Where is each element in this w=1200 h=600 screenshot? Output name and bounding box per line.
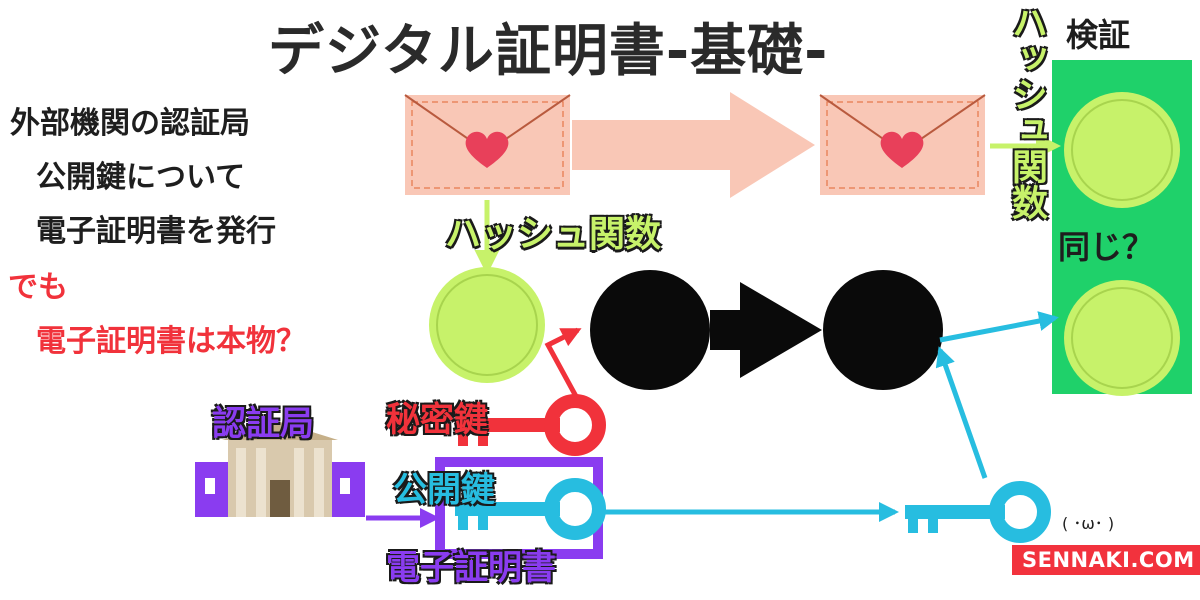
note-line: 電子証明書を発行 — [36, 214, 276, 249]
doubt-question: 電子証明書は本物？ — [36, 324, 306, 359]
brand-badge[interactable]: SENNAKI.COM — [1012, 545, 1200, 575]
verify-hash-top — [1064, 92, 1180, 208]
doubt-prefix: でも — [8, 270, 68, 305]
authority-building-icon — [195, 422, 365, 517]
encrypt-arrow — [710, 282, 822, 378]
same-question-label: 同じ？ — [1058, 228, 1155, 266]
transfer-arrow — [572, 92, 815, 198]
verify-hash-bottom — [1064, 280, 1180, 396]
envelope-heart-icon — [819, 94, 986, 195]
hash-value-circle — [429, 267, 545, 383]
digital-certificate-label: 電子証明書 — [386, 548, 556, 588]
note-line: 外部機関の認証局 — [10, 106, 250, 141]
hash-function-label: ハッシュ関数 — [445, 214, 662, 255]
certificate-authority-label: 認証局 — [212, 404, 314, 444]
private-key-label: 秘密鍵 — [386, 400, 488, 440]
private-key-icon — [455, 394, 606, 456]
public-key-icon — [455, 478, 606, 540]
signature-circle — [590, 270, 710, 390]
mascot-face: ( ･ω･ ) — [1062, 514, 1115, 533]
public-key-label: 公開鍵 — [393, 470, 495, 510]
decrypted-circle — [823, 270, 943, 390]
envelope-heart-icon — [404, 94, 571, 195]
hash-function-vertical-label: ハッシュ関数 — [1006, 4, 1047, 220]
verify-label: 検証 — [1066, 16, 1131, 54]
note-line: 公開鍵について — [36, 160, 246, 195]
page-title: デジタル証明書-基礎- — [268, 19, 829, 84]
public-key-icon — [905, 481, 1051, 543]
